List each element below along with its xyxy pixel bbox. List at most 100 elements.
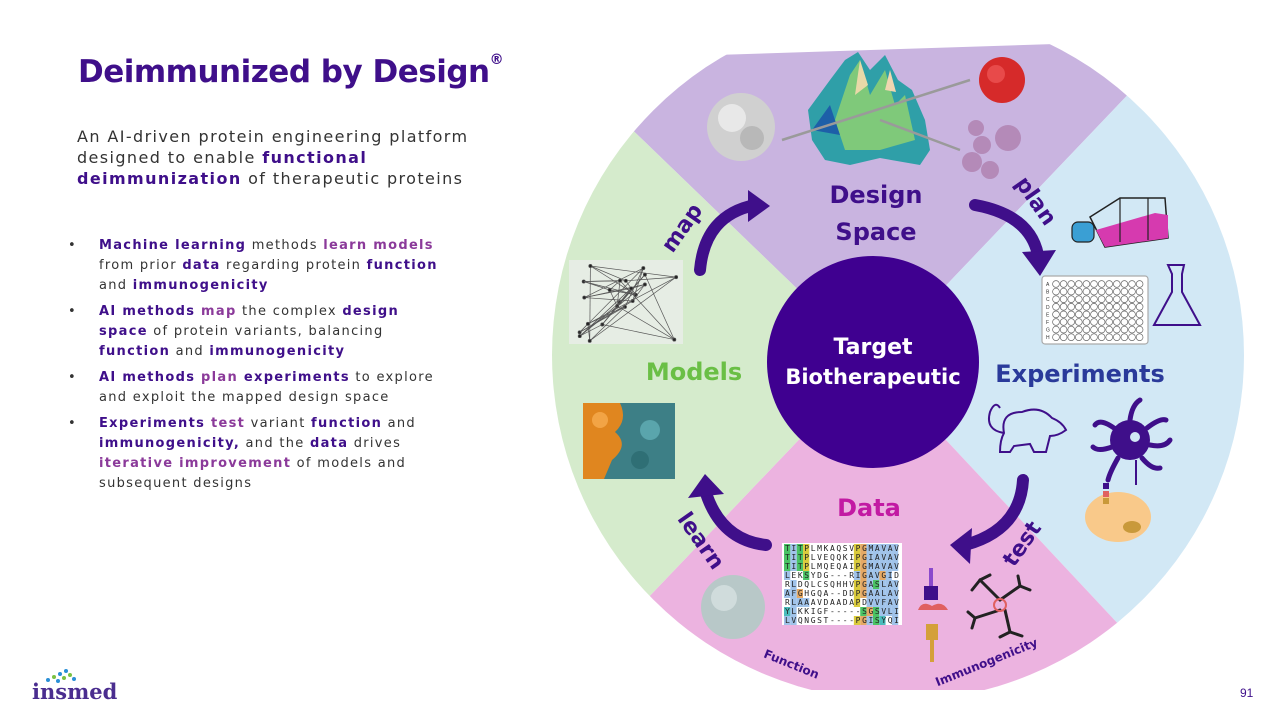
alignment-cell-highlight	[790, 616, 797, 625]
network-edge	[609, 289, 636, 296]
alignment-row: AFGHGQA--DDPGAALAV	[785, 589, 899, 598]
logo-dot	[58, 672, 62, 676]
network-edge	[590, 265, 677, 278]
plate-row-label: D	[1046, 305, 1050, 311]
network-edge	[584, 267, 644, 298]
alignment-row: TITPLVEQQKIPGIAVAV	[785, 553, 899, 562]
bullet-text-segment: and	[170, 344, 210, 359]
bullet-text-segment: to explore and exploit the mapped design…	[99, 370, 434, 405]
slide-title: Deimmunized by Design®	[78, 52, 504, 90]
design-space-label-line2: Space	[835, 218, 916, 246]
alignment-cell-highlight	[796, 562, 803, 571]
protein-surface-image	[583, 403, 675, 479]
alignment-cell-highlight	[803, 571, 810, 580]
bullet-text-segment: iterative improvement	[99, 456, 292, 471]
slide-subtitle: An AI-driven protein engineering platfor…	[77, 127, 469, 188]
alignment-cell-highlight	[796, 544, 803, 553]
plate-well	[1105, 280, 1113, 288]
plate-well	[1059, 280, 1068, 288]
alignment-cell-highlight	[885, 544, 892, 553]
plate-well	[1082, 333, 1091, 341]
plate-well	[1090, 303, 1098, 311]
plate-well	[1135, 280, 1144, 288]
bullet-text-segment: Experiments	[99, 416, 206, 431]
network-edge	[579, 288, 632, 337]
alignment-row: TITPLMKAQSVPGMAVAV	[785, 544, 899, 553]
plate-well	[1120, 325, 1129, 334]
alignment-cell-highlight	[872, 607, 880, 616]
network-edge	[590, 265, 626, 282]
bullet-text-segment: design space	[99, 304, 400, 339]
fitness-landscape-image	[781, 52, 971, 165]
alignment-cell-highlight	[885, 589, 892, 598]
bullet-text-segment: drives	[348, 436, 402, 451]
bullet-text-segment: data	[310, 436, 349, 451]
network-edge	[579, 284, 646, 337]
bullet-text-segment: map	[195, 304, 237, 319]
plate-row-label: C	[1046, 297, 1050, 303]
plate-well	[1120, 287, 1129, 296]
plate-well	[1135, 325, 1144, 334]
plate-well	[1120, 333, 1129, 341]
erlenmeyer-flask-icon	[1152, 264, 1202, 326]
plate-well	[1052, 310, 1060, 319]
center-label-line1: Target	[833, 335, 913, 360]
logo-dot	[64, 669, 68, 673]
alignment-cell-highlight	[866, 616, 873, 625]
alignment-cell-highlight	[784, 553, 791, 562]
alignment-cell-highlight	[872, 553, 880, 562]
bullet-text-segment: AI methods	[99, 304, 196, 319]
network-edge	[616, 280, 621, 307]
alignment-row: LEKSYDG---RIGAVGID	[785, 571, 899, 580]
alignment-cell-highlight	[803, 544, 810, 553]
network-node	[629, 286, 634, 291]
logo-dot	[72, 677, 76, 681]
bullet-marker: •	[68, 238, 77, 253]
plate-well	[1059, 303, 1068, 311]
bullet-text-segment: regarding protein	[220, 258, 367, 273]
alignment-cell-highlight	[803, 562, 810, 571]
plate-well	[1135, 287, 1144, 296]
alignment-row: RLDQLCSQHHVPGASLAV	[785, 580, 899, 589]
alignment-cell-highlight	[853, 553, 861, 562]
plate-well	[1090, 310, 1098, 319]
network-node	[672, 337, 677, 342]
plate-well	[1090, 280, 1098, 288]
bullet-marker: •	[68, 416, 77, 431]
alignment-cell-highlight	[784, 607, 791, 616]
t-cell-icon	[1085, 483, 1151, 542]
plate-well	[1075, 325, 1083, 334]
plate-well	[1067, 280, 1075, 288]
alignment-cell-highlight	[853, 562, 861, 571]
dendritic-cell-icon	[1090, 397, 1173, 485]
alignment-cell-highlight	[860, 580, 867, 589]
plate-well	[1067, 318, 1075, 326]
network-edge	[616, 305, 675, 340]
quadrant-experiments	[873, 40, 1244, 700]
plate-well	[1113, 310, 1121, 319]
alignment-cell-highlight	[866, 571, 873, 580]
network-node	[585, 321, 590, 326]
network-edge	[583, 281, 610, 291]
network-node	[588, 264, 593, 268]
network-edge	[625, 276, 677, 282]
alignment-cell-highlight	[784, 544, 791, 553]
bullet-item: •AI methods plan experiments to explore …	[68, 368, 448, 408]
alignment-cell-highlight	[796, 598, 803, 607]
alignment-cell-highlight	[853, 544, 861, 553]
plate-well	[1113, 333, 1121, 341]
alignment-row: RLAAAVDAADAPDVVFAV	[785, 598, 899, 607]
network-edge	[579, 324, 603, 337]
plate-row-label: F	[1046, 320, 1049, 326]
alignment-cell-highlight	[796, 589, 803, 598]
bullet-text-segment: function	[311, 416, 383, 431]
bullet-text-segment: experiments	[238, 370, 350, 385]
network-node	[641, 266, 646, 271]
alignment-cell-highlight	[879, 580, 886, 589]
plate-well	[1113, 303, 1121, 311]
alignment-cell-highlight	[879, 562, 886, 571]
plate-well	[1075, 287, 1083, 296]
plate-well	[1128, 280, 1136, 288]
plate-well	[1059, 295, 1068, 303]
plate-well	[1120, 318, 1129, 326]
